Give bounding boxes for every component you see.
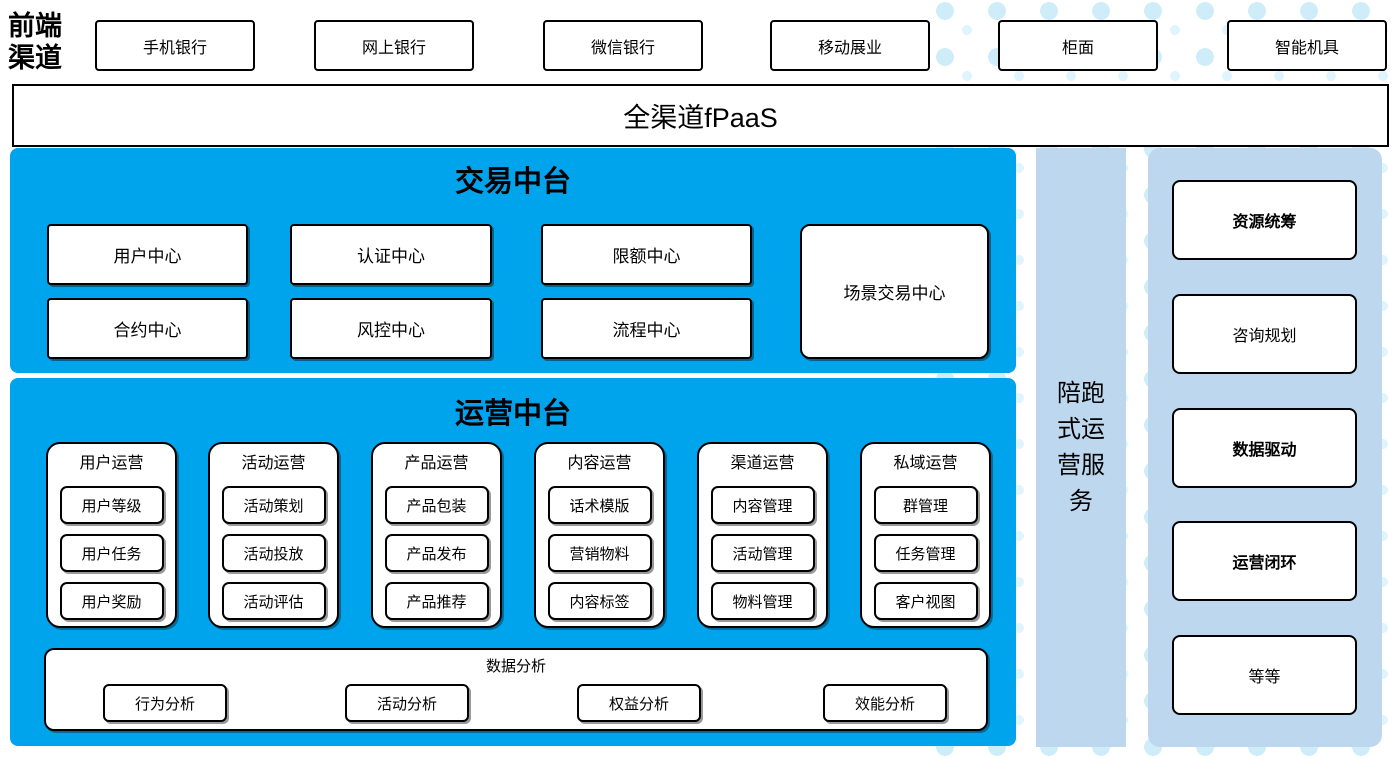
- ops-item: 产品包装: [384, 486, 489, 524]
- ops-item: 营销物料: [547, 534, 652, 572]
- data-analysis-container: 数据分析 行为分析 活动分析 权益分析 效能分析: [44, 648, 988, 731]
- box-activity-analysis: 活动分析: [345, 684, 469, 722]
- channel-box-smart-devices: 智能机具: [1227, 20, 1387, 71]
- box-limit-center: 限额中心: [541, 224, 752, 285]
- ops-column-channel-operation: 渠道运营 内容管理 活动管理 物料管理: [697, 442, 828, 628]
- box-process-center: 流程中心: [541, 298, 752, 359]
- service-items-panel: 资源统筹 咨询规划 数据驱动 运营闭环 等等: [1148, 148, 1382, 747]
- ops-item: 活动投放: [221, 534, 326, 572]
- ops-column-title: 渠道运营: [730, 455, 795, 472]
- channel-box-mobile-banking: 手机银行: [95, 20, 255, 71]
- ops-column-title: 用户运营: [79, 455, 144, 472]
- box-resource-coordination: 资源统筹: [1172, 180, 1357, 260]
- ops-item: 产品发布: [384, 534, 489, 572]
- box-auth-center: 认证中心: [290, 224, 492, 285]
- ops-item: 活动管理: [710, 534, 815, 572]
- ops-platform-title: 运营中台: [454, 398, 571, 430]
- ops-item: 物料管理: [710, 582, 815, 620]
- box-scene-trade-center: 场景交易中心: [800, 224, 989, 359]
- accompany-service-label: 陪跑式运营服务: [1057, 379, 1105, 515]
- box-risk-center: 风控中心: [290, 298, 492, 359]
- channel-box-wechat-banking: 微信银行: [543, 20, 703, 71]
- ops-item: 任务管理: [873, 534, 978, 572]
- box-efficiency-analysis: 效能分析: [823, 684, 947, 722]
- box-behavior-analysis: 行为分析: [103, 684, 227, 722]
- ops-column-title: 产品运营: [404, 455, 469, 472]
- ops-platform-panel: 运营中台 用户运营 用户等级 用户任务 用户奖励 活动运营 活动策划 活动投放 …: [10, 378, 1016, 746]
- ops-item: 用户奖励: [59, 582, 164, 620]
- ops-item: 客户视图: [873, 582, 978, 620]
- fpaas-bar: 全渠道fPaaS: [12, 84, 1389, 147]
- ops-column-activity-operation: 活动运营 活动策划 活动投放 活动评估: [208, 442, 339, 628]
- channel-box-counter: 柜面: [998, 20, 1158, 71]
- ops-column-title: 活动运营: [241, 455, 306, 472]
- channel-box-online-banking: 网上银行: [314, 20, 474, 71]
- trade-platform-title: 交易中台: [454, 166, 571, 198]
- box-etc: 等等: [1172, 635, 1357, 715]
- ops-column-product-operation: 产品运营 产品包装 产品发布 产品推荐: [371, 442, 502, 628]
- ops-item: 内容标签: [547, 582, 652, 620]
- box-rights-analysis: 权益分析: [577, 684, 701, 722]
- ops-item: 话术模版: [547, 486, 652, 524]
- channel-box-mobile-sales: 移动展业: [770, 20, 930, 71]
- ops-column-private-domain-operation: 私域运营 群管理 任务管理 客户视图: [860, 442, 991, 628]
- box-operation-loop: 运营闭环: [1172, 521, 1357, 602]
- ops-item: 用户任务: [59, 534, 164, 572]
- box-user-center: 用户中心: [47, 224, 248, 285]
- fpaas-label: 全渠道fPaaS: [623, 103, 778, 133]
- accompany-service-bar: 陪跑式运营服务: [1036, 148, 1126, 747]
- box-contract-center: 合约中心: [47, 298, 248, 359]
- ops-item: 用户等级: [59, 486, 164, 524]
- box-consulting-planning: 咨询规划: [1172, 293, 1357, 374]
- box-data-driven: 数据驱动: [1172, 407, 1357, 488]
- ops-column-title: 内容运营: [567, 455, 632, 472]
- trade-platform-panel: 交易中台 用户中心 认证中心 限额中心 合约中心 风控中心 流程中心 场景交易中…: [10, 148, 1016, 373]
- data-analysis-title: 数据分析: [485, 658, 546, 675]
- ops-item: 群管理: [873, 486, 978, 524]
- front-channels-label: 前端渠道: [8, 11, 62, 74]
- ops-column-title: 私域运营: [893, 455, 958, 472]
- ops-item: 活动策划: [221, 486, 326, 524]
- ops-column-content-operation: 内容运营 话术模版 营销物料 内容标签: [534, 442, 665, 628]
- ops-column-user-operation: 用户运营 用户等级 用户任务 用户奖励: [46, 442, 177, 628]
- ops-item: 活动评估: [221, 582, 326, 620]
- ops-item: 内容管理: [710, 486, 815, 524]
- ops-item: 产品推荐: [384, 582, 489, 620]
